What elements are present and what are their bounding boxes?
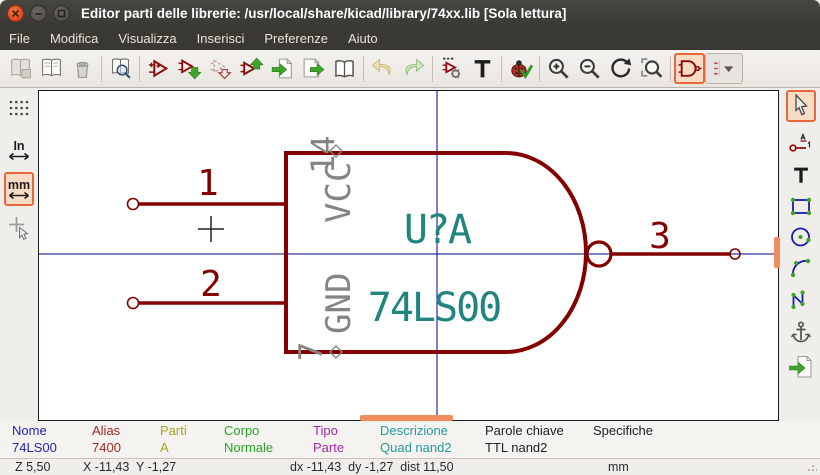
maximize-icon[interactable]: [53, 5, 70, 22]
pin-tool-icon[interactable]: [786, 130, 816, 158]
zoom-level: Z 5,50: [15, 460, 51, 474]
check-component-icon[interactable]: [505, 53, 536, 84]
arc-tool-icon[interactable]: [786, 254, 816, 282]
minimize-icon[interactable]: [30, 5, 47, 22]
menu-modifica[interactable]: Modifica: [49, 31, 99, 46]
import-component-icon[interactable]: [267, 53, 298, 84]
save-component-icon[interactable]: [236, 53, 267, 84]
info-descrizione: Descrizione Quad nand2: [380, 423, 452, 455]
zoom-out-icon[interactable]: [574, 53, 605, 84]
info-tipo: Tipo Parte: [313, 423, 345, 455]
rectangle-tool-icon[interactable]: [786, 192, 816, 220]
zoom-in-icon[interactable]: [543, 53, 574, 84]
load-component-icon[interactable]: [174, 53, 205, 84]
export-component-icon[interactable]: [298, 53, 329, 84]
toolbar-separator: [432, 55, 433, 82]
anchor-tool-icon[interactable]: [786, 319, 816, 347]
edit-fields-icon[interactable]: [467, 53, 498, 84]
zoom-fit-icon[interactable]: [636, 53, 667, 84]
horizontal-arrow-icon: [9, 152, 29, 160]
top-toolbar: [0, 50, 820, 88]
save-library-icon[interactable]: [5, 53, 36, 84]
toolbar-separator: [670, 55, 671, 82]
close-icon[interactable]: [7, 5, 24, 22]
reference-field[interactable]: U?A: [404, 207, 474, 253]
units-inches-button[interactable]: In: [4, 134, 34, 166]
grid-toggle-icon[interactable]: [4, 94, 34, 122]
menu-aiuto[interactable]: Aiuto: [347, 31, 378, 46]
library-browser-icon[interactable]: [105, 53, 136, 84]
component-properties-icon[interactable]: [436, 53, 467, 84]
toolbar-separator: [101, 55, 102, 82]
window-title: Editor parti delle librerie: /usr/local/…: [81, 6, 567, 21]
new-component-icon[interactable]: [143, 53, 174, 84]
value-field[interactable]: 74LS00: [368, 285, 503, 331]
info-nome: Nome 74LS00: [12, 423, 57, 455]
info-parole-chiave: Parole chiave TTL nand2: [485, 423, 564, 455]
gnd-pin-number: 7: [292, 342, 330, 361]
text-tool-icon[interactable]: [786, 161, 816, 189]
info-specifiche: Specifiche: [593, 423, 653, 438]
relative-position: dx -11,43 dy -1,27 dist 11,50: [290, 460, 454, 474]
menubar: File Modifica Visualizza Inserisci Prefe…: [0, 27, 820, 50]
vcc-hidden-pin-marker: [329, 144, 343, 158]
left-toolbar: In mm: [0, 88, 38, 421]
gnd-hidden-pin-marker: [329, 345, 343, 359]
pin3-number: 3: [649, 216, 671, 257]
pin1-endpoint[interactable]: [126, 197, 140, 211]
inches-label: In: [13, 138, 25, 153]
status-bar: Z 5,50 X -11,43 Y -1,27 dx -11,43 dy -1,…: [0, 458, 820, 475]
copy-component-icon[interactable]: [205, 53, 236, 84]
demorgan-alias-dropdown[interactable]: [705, 53, 743, 84]
units-indicator: mm: [608, 460, 629, 474]
vcc-pin-number: 14: [304, 135, 342, 174]
import-shape-tool-icon[interactable]: [786, 353, 816, 381]
component-info-bar: Nome 74LS00 Alias 7400 Parti A Corpo Nor…: [0, 421, 820, 458]
horizontal-arrow-icon: [9, 191, 29, 199]
titlebar: Editor parti delle librerie: /usr/local/…: [0, 0, 820, 27]
pin2-number: 2: [200, 264, 222, 305]
menu-preferenze[interactable]: Preferenze: [264, 31, 328, 46]
cursor-shape-icon[interactable]: [4, 214, 34, 242]
toolbar-separator: [363, 55, 364, 82]
vertical-scrollbar-thumb[interactable]: [774, 237, 780, 268]
toolbar-separator: [539, 55, 540, 82]
window-controls: [7, 5, 70, 22]
circle-tool-icon[interactable]: [786, 223, 816, 251]
info-parti: Parti A: [160, 423, 187, 455]
datasheet-icon[interactable]: [329, 53, 360, 84]
menu-inserisci[interactable]: Inserisci: [196, 31, 245, 46]
mm-label: mm: [7, 177, 31, 192]
redraw-view-icon[interactable]: [605, 53, 636, 84]
right-toolbar: [782, 88, 820, 421]
cursor-position: X -11,43 Y -1,27: [83, 460, 177, 474]
toolbar-separator: [139, 55, 140, 82]
info-alias: Alias 7400: [92, 423, 121, 455]
units-mm-button[interactable]: mm: [4, 172, 34, 206]
pin1-number: 1: [197, 163, 219, 204]
vcc-pin-name: VCC: [319, 162, 359, 223]
gnd-pin-name: GND: [319, 273, 359, 334]
schematic-drawing: 1 2 3 VCC 14 GND 7 U?A 74LS00: [39, 91, 778, 420]
delete-component-icon[interactable]: [67, 53, 98, 84]
crosshair-cursor: [198, 216, 224, 242]
undo-icon[interactable]: [367, 53, 398, 84]
pin3-endpoint[interactable]: [729, 248, 741, 260]
resize-grip[interactable]: [807, 462, 817, 472]
menu-file[interactable]: File: [9, 31, 30, 46]
info-corpo: Corpo Normale: [224, 423, 274, 455]
polyline-tool-icon[interactable]: [786, 285, 816, 313]
horizontal-scrollbar-thumb[interactable]: [360, 415, 453, 421]
menu-visualizza[interactable]: Visualizza: [118, 31, 177, 46]
toolbar-separator: [501, 55, 502, 82]
schematic-canvas[interactable]: 1 2 3 VCC 14 GND 7 U?A 74LS00: [38, 90, 779, 421]
pin2-endpoint[interactable]: [126, 296, 140, 310]
select-tool-icon[interactable]: [786, 90, 816, 122]
select-library-icon[interactable]: [36, 53, 67, 84]
normal-representation-icon[interactable]: [674, 53, 705, 84]
redo-icon[interactable]: [398, 53, 429, 84]
